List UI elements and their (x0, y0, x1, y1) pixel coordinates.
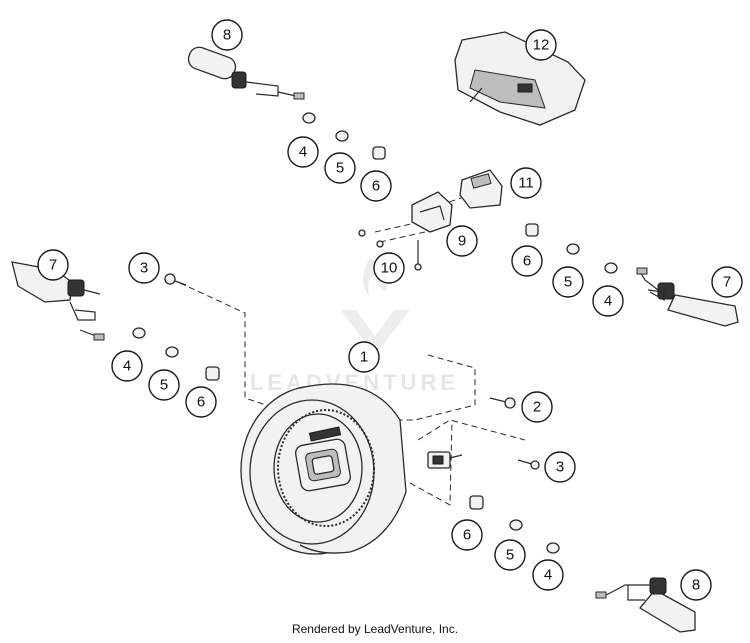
callout-10: 10 (373, 252, 405, 284)
svg-text:12: 12 (533, 37, 550, 54)
callout-1: 1 (348, 341, 380, 373)
callout-6: 6 (511, 245, 543, 277)
svg-text:6: 6 (372, 178, 380, 195)
hardware-set-bottom (469, 495, 560, 554)
callout-8: 8 (680, 569, 712, 601)
callout-6: 6 (185, 386, 217, 418)
svg-text:3: 3 (556, 459, 564, 476)
callout-11: 11 (510, 167, 542, 199)
svg-text:4: 4 (123, 358, 131, 375)
hardware-set-right (525, 223, 618, 274)
turn-signal-rear-top (187, 46, 305, 100)
svg-text:4: 4 (544, 567, 552, 584)
callout-5: 5 (324, 152, 356, 184)
svg-text:5: 5 (160, 377, 168, 394)
svg-text:10: 10 (381, 260, 398, 277)
hardware-set-left (132, 327, 220, 381)
callout-4: 4 (111, 350, 143, 382)
svg-text:5: 5 (506, 547, 514, 564)
callout-5: 5 (552, 266, 584, 298)
svg-text:8: 8 (223, 27, 231, 44)
svg-text:7: 7 (723, 274, 731, 291)
turn-signal-front-right (636, 267, 739, 327)
callout-4: 4 (532, 559, 564, 591)
tail-light (454, 31, 586, 126)
license-light-bracket (411, 191, 453, 233)
callout-3: 3 (544, 451, 576, 483)
callout-8: 8 (211, 19, 243, 51)
headlight-assembly (240, 383, 463, 555)
callout-7: 7 (37, 249, 69, 281)
svg-text:6: 6 (463, 527, 471, 544)
svg-text:11: 11 (518, 175, 534, 192)
callout-6: 6 (451, 519, 483, 551)
svg-text:2: 2 (533, 399, 541, 416)
callout-6: 6 (360, 170, 392, 202)
turn-signal-rear-bottom (595, 577, 696, 633)
callout-12: 12 (525, 29, 557, 61)
svg-text:6: 6 (523, 253, 531, 270)
callout-5: 5 (494, 539, 526, 571)
hardware-set-top (302, 112, 386, 160)
callout-9: 9 (446, 225, 478, 257)
screw-3-right (517, 459, 540, 470)
callout-4: 4 (287, 136, 319, 168)
svg-text:9: 9 (458, 233, 466, 250)
svg-text:5: 5 (564, 274, 572, 291)
svg-text:1: 1 (360, 349, 368, 366)
screw-3-left (164, 273, 187, 286)
callout-2: 2 (521, 391, 553, 423)
screw-2 (489, 397, 516, 409)
svg-text:7: 7 (49, 257, 57, 274)
svg-text:5: 5 (336, 160, 344, 177)
license-plate-lamp (459, 169, 503, 209)
svg-text:6: 6 (197, 394, 205, 411)
svg-text:4: 4 (604, 293, 612, 310)
svg-text:4: 4 (299, 144, 307, 161)
callout-3: 3 (128, 252, 160, 284)
callout-7: 7 (711, 266, 743, 298)
callout-4: 4 (592, 285, 624, 317)
footer-credit: Rendered by LeadVenture, Inc. (291, 622, 459, 636)
bracket-screws (358, 229, 422, 271)
callout-5: 5 (148, 369, 180, 401)
svg-text:3: 3 (140, 260, 148, 277)
svg-text:8: 8 (692, 577, 700, 594)
